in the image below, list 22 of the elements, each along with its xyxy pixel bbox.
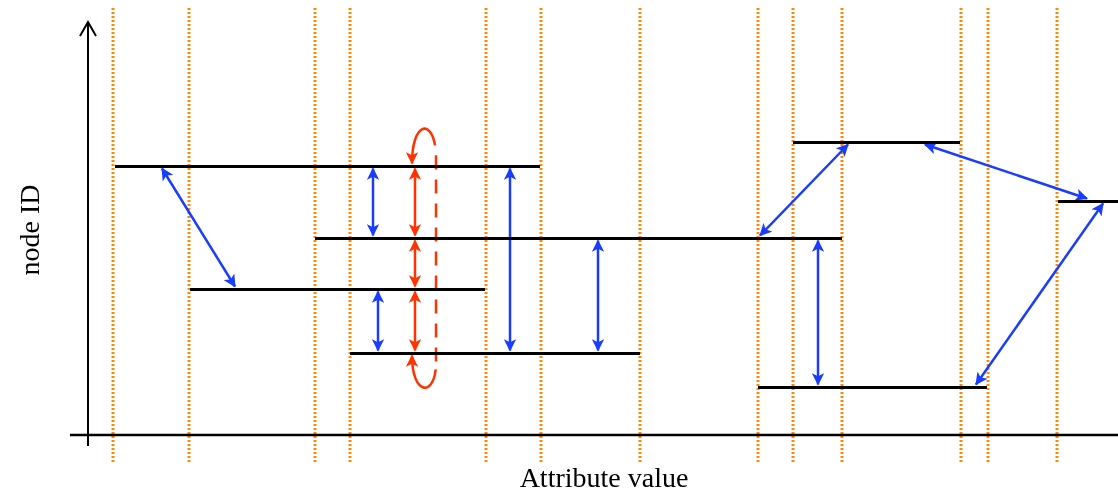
interval-bar [1058,199,1118,203]
loop-arrow [406,127,438,389]
interval-bar [793,140,960,144]
double-arrow [371,290,385,352]
interval-bar [350,351,640,355]
interval-bar [758,385,987,389]
double-arrow [759,143,849,237]
double-arrow [924,142,1088,201]
axis-title: Attribute value [519,464,689,491]
double-arrow [503,167,517,352]
interval-bar [190,287,485,291]
double-arrow [366,167,380,237]
interval-bar [315,236,842,240]
axis-title: node ID [16,184,44,276]
double-arrow [408,167,422,237]
double-arrow [811,239,825,386]
double-arrow [160,167,237,288]
interval-bar [115,164,540,168]
double-arrow [408,239,422,288]
double-arrow [591,239,605,352]
double-arrow [408,290,422,352]
double-arrow [974,202,1105,386]
